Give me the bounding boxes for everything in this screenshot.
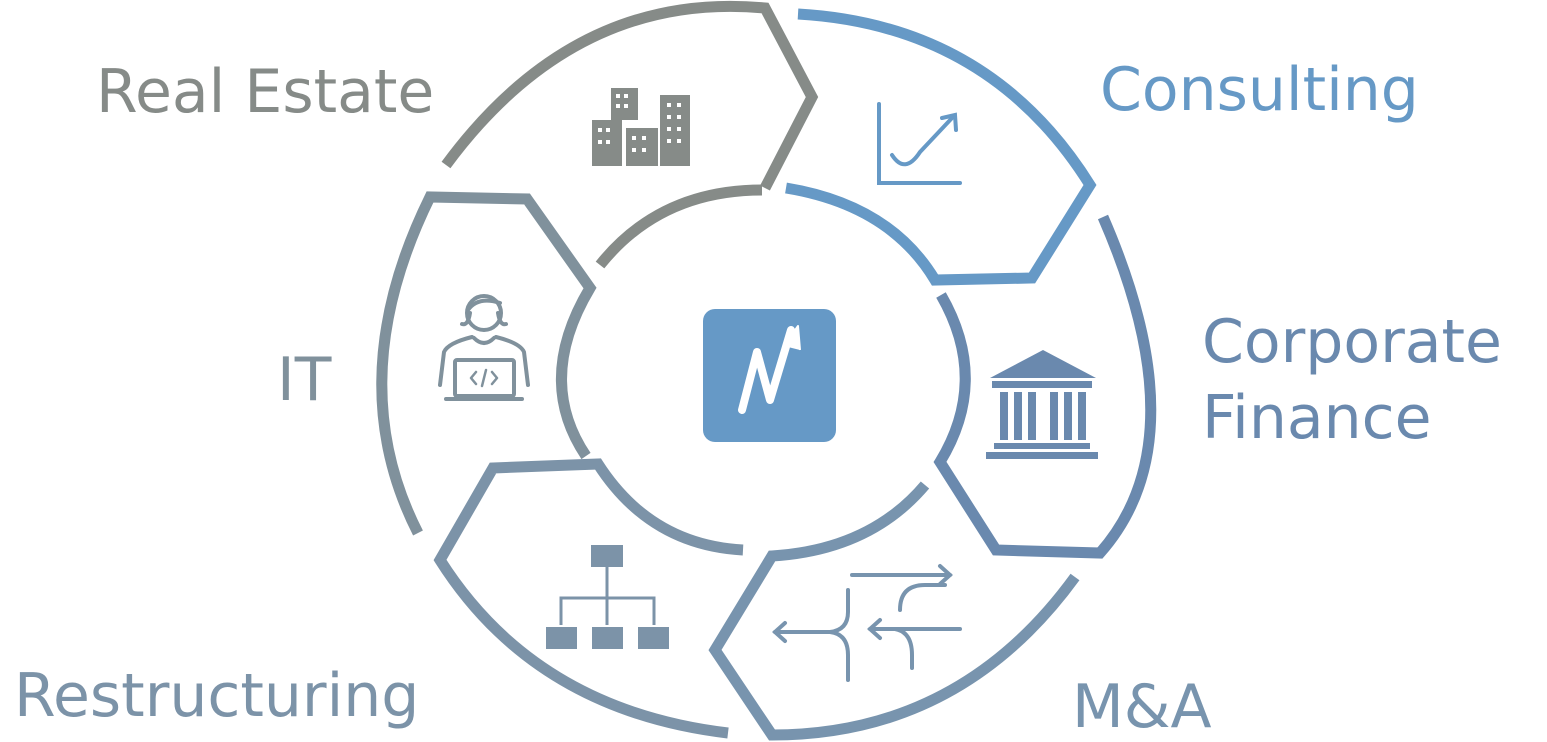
label-corporate-finance-line2: Finance bbox=[1202, 383, 1432, 453]
segment-it bbox=[376, 191, 597, 536]
label-it: IT bbox=[277, 345, 332, 415]
segment-restructuring bbox=[433, 458, 744, 739]
bank-icon bbox=[986, 350, 1098, 459]
label-ma: M&A bbox=[1072, 672, 1212, 742]
label-corporate-finance-line1: Corporate bbox=[1202, 307, 1502, 377]
label-consulting: Consulting bbox=[1100, 55, 1419, 125]
org-chart-icon bbox=[546, 545, 669, 649]
growth-chart-icon bbox=[877, 102, 962, 185]
label-restructuring: Restructuring bbox=[14, 661, 419, 731]
developer-laptop-icon bbox=[438, 294, 530, 401]
segment-consulting bbox=[785, 8, 1097, 286]
segment-ma bbox=[708, 481, 1080, 741]
company-logo-icon[interactable] bbox=[703, 309, 836, 442]
segment-real-estate bbox=[441, 0, 819, 269]
segment-corporate-finance bbox=[933, 214, 1157, 559]
merge-arrows-icon bbox=[772, 564, 962, 682]
buildings-icon bbox=[592, 88, 690, 166]
label-real-estate: Real Estate bbox=[96, 57, 434, 127]
